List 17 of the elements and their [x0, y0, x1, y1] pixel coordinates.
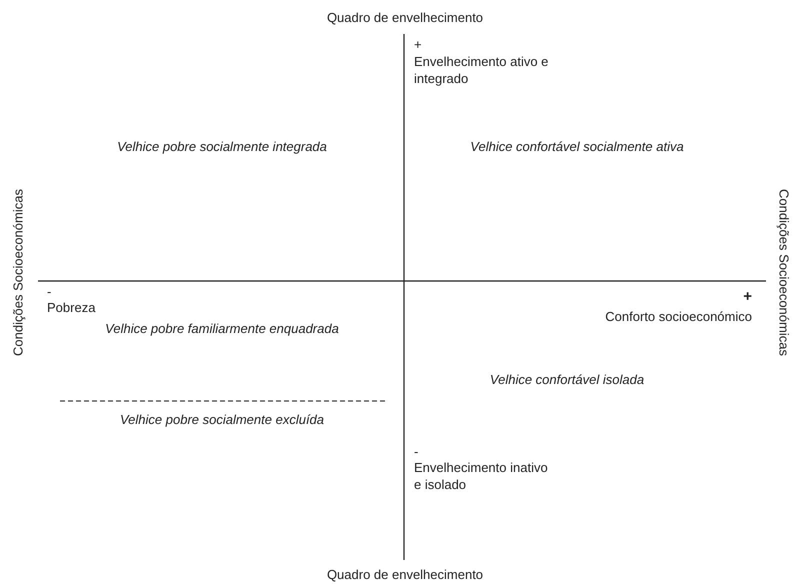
quadrant-label: Velhice pobre familiarmente enquadrada — [104, 320, 340, 337]
axis-title: Condições Socioeconómicas — [10, 188, 26, 358]
axis-pole-label: Pobreza — [47, 299, 96, 316]
minus-sign: - — [47, 283, 52, 300]
quadrant-label: Velhice pobre socialmente excluída — [118, 411, 326, 428]
quadrant-label: Velhice confortável socialmente ativa — [469, 138, 685, 155]
quadrant-label: Velhice confortável isolada — [488, 371, 646, 388]
plus-sign: + — [414, 36, 423, 53]
quadrant-label: Velhice pobre socialmente integrada — [116, 138, 328, 155]
axis-title: Condições Socioeconómicas — [776, 188, 792, 358]
axis-pole-label: Conforto socioeconómico — [604, 308, 752, 325]
axis-title: Quadro de envelhecimento — [326, 566, 484, 583]
plus-sign: + — [742, 288, 752, 305]
axis-pole-label: Envelhecimento ativo e integrado — [414, 53, 550, 87]
minus-sign: - — [414, 443, 420, 460]
axis-pole-label: Envelhecimento inativo e isolado — [414, 459, 549, 493]
axis-title: Quadro de envelhecimento — [326, 9, 484, 26]
